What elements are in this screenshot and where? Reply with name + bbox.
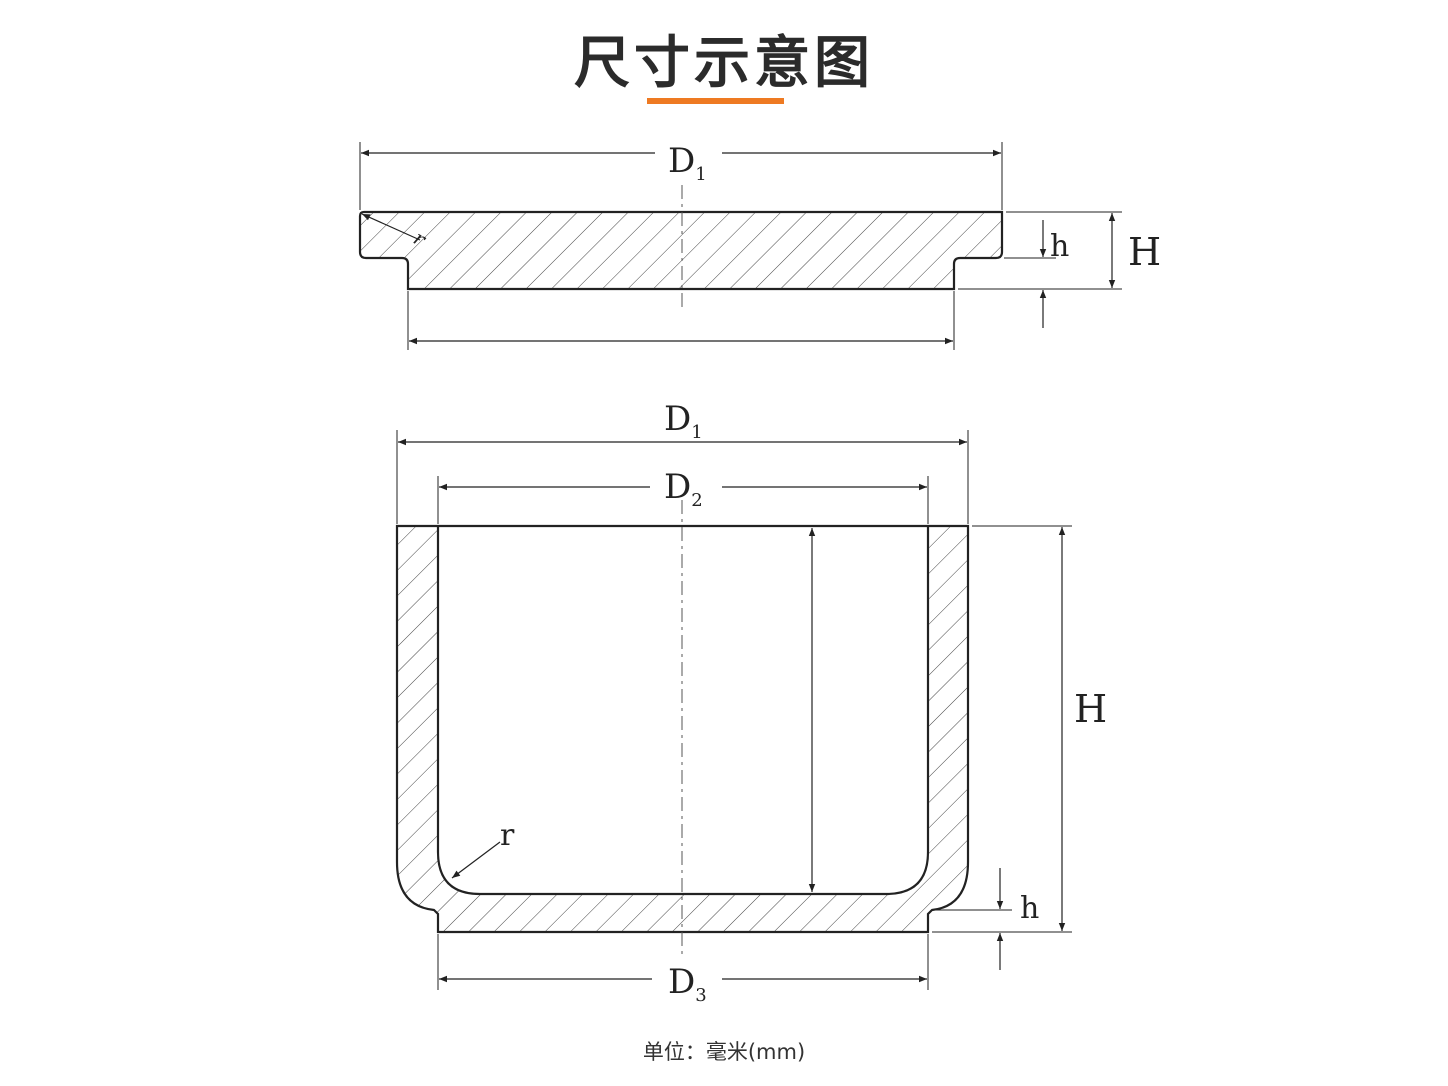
lid-h-label: h xyxy=(1050,229,1069,264)
unit-note: 单位：毫米(mm) xyxy=(642,1040,806,1064)
lid-d1-label: D1 xyxy=(668,141,707,185)
crucible-section xyxy=(395,524,970,934)
lid-H-label: H xyxy=(1128,230,1161,274)
crucible-r-leader xyxy=(451,841,501,879)
lid-section xyxy=(358,210,1004,291)
crucible-d1-label: D1 xyxy=(664,399,703,443)
crucible-h-label: h xyxy=(1020,891,1039,926)
crucible-drawing: D1 D2 r H h D3 xyxy=(395,399,1107,1006)
lid-drawing: D1 r H h xyxy=(358,141,1161,350)
page-title: 尺寸示意图 xyxy=(574,31,874,96)
lid-r-leader xyxy=(361,213,421,241)
crucible-r-label: r xyxy=(500,818,515,853)
crucible-d2-label: D2 xyxy=(664,467,703,511)
title-underline xyxy=(647,98,784,104)
crucible-d3-label: D3 xyxy=(668,962,707,1006)
crucible-H-label: H xyxy=(1074,687,1107,731)
